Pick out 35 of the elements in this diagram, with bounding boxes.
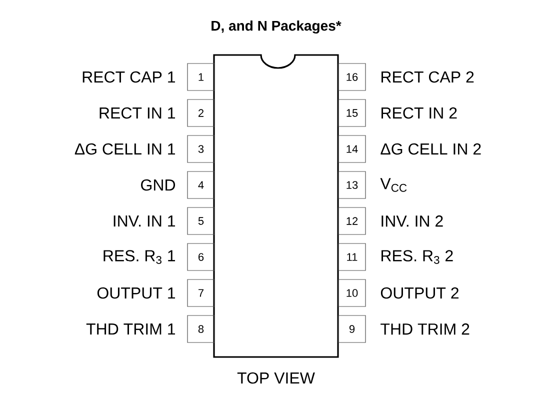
pin-box: 7 bbox=[187, 279, 215, 307]
pin-name: ΔG CELL IN 1 bbox=[74, 143, 175, 155]
title: D, and N Packages* bbox=[212, 20, 342, 34]
pin-box: 11 bbox=[338, 243, 366, 271]
pin-name: INV. IN 2 bbox=[382, 215, 443, 227]
pin-name: THD TRIM 2 bbox=[380, 323, 470, 335]
pin-box: 10 bbox=[338, 279, 366, 307]
pin-name: V$_{CC}$ bbox=[380, 178, 407, 192]
pin-name: RECT CAP 1 bbox=[82, 71, 175, 83]
pin-name: RES. R$_{3}$ 1 bbox=[104, 250, 175, 264]
pin-name: RECT IN 2 bbox=[382, 107, 457, 119]
pin-box: 16 bbox=[338, 63, 366, 91]
chip-package bbox=[213, 54, 339, 358]
pin-box: 12 bbox=[338, 207, 366, 235]
pin-name: RECT CAP 2 bbox=[382, 71, 474, 83]
pin-name: INV. IN 1 bbox=[114, 216, 175, 226]
pin-box: 6 bbox=[187, 243, 215, 271]
pin-name: THD TRIM 1 bbox=[86, 324, 175, 334]
pin-box: 14 bbox=[338, 135, 366, 163]
pin-name: RES. R$_{3}$ 2 bbox=[382, 250, 453, 264]
pin-box: 2 bbox=[187, 99, 215, 127]
pin-name: OUTPUT 2 bbox=[380, 287, 458, 299]
pin-name: OUTPUT 1 bbox=[97, 287, 175, 299]
pin-name: ΔG CELL IN 2 bbox=[380, 143, 481, 155]
view-label: TOP VIEW bbox=[237, 372, 315, 384]
pin-name: RECT IN 1 bbox=[100, 107, 175, 119]
pin-box: 8 bbox=[187, 315, 215, 343]
pin-box: 5 bbox=[187, 207, 215, 235]
pin-box: 4 bbox=[187, 171, 215, 199]
pin-box: 1 bbox=[187, 63, 215, 91]
pin-box: 9 bbox=[338, 315, 366, 343]
pin-box: 3 bbox=[187, 135, 215, 163]
pin-box: 15 bbox=[338, 99, 366, 127]
pin-name: GND bbox=[141, 179, 176, 191]
pin-box: 13 bbox=[338, 171, 366, 199]
